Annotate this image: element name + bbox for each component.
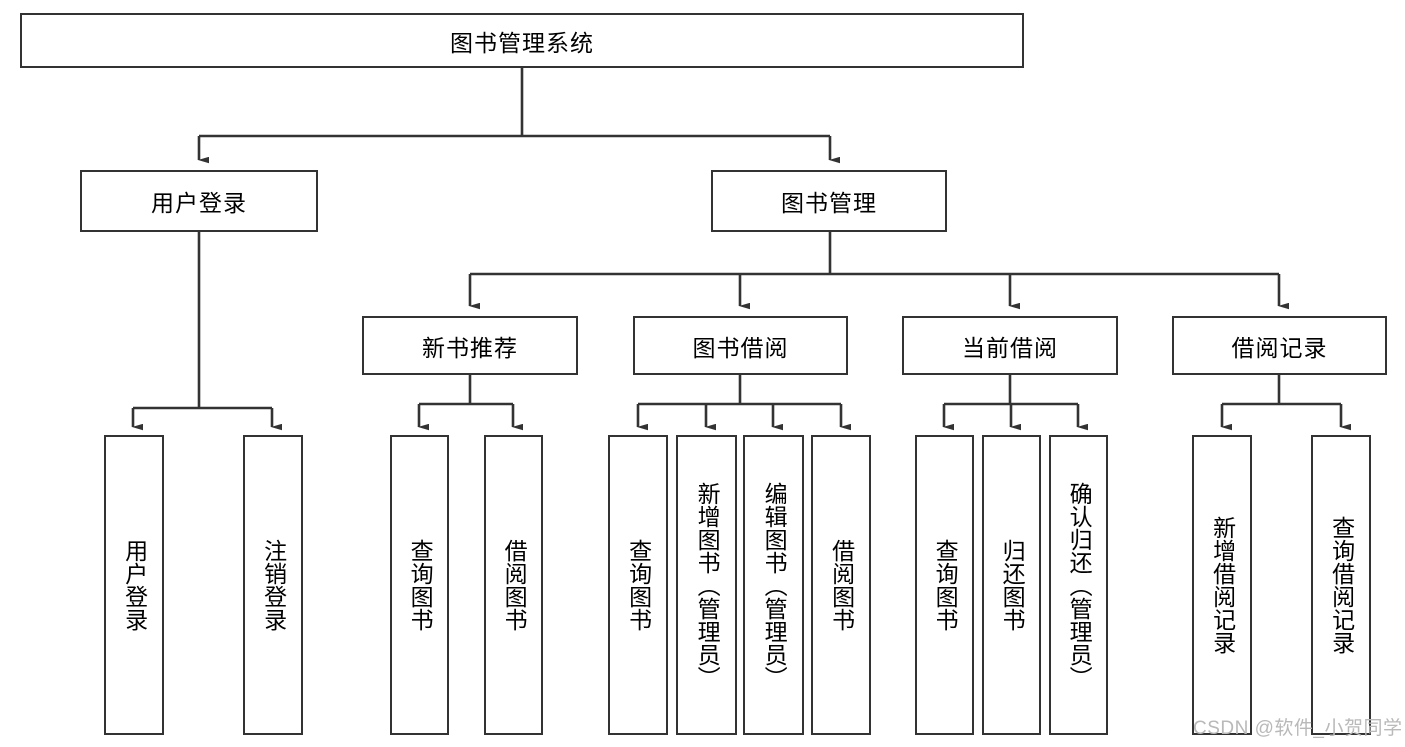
leaf-confirm-return[interactable]: 确认归还（管理员） <box>1049 435 1108 735</box>
leaf-query-book-3-label: 查询图书 <box>932 539 959 631</box>
leaf-return-book[interactable]: 归还图书 <box>982 435 1041 735</box>
leaf-query-record[interactable]: 查询借阅记录 <box>1311 435 1371 735</box>
leaf-borrow-book-1[interactable]: 借阅图书 <box>484 435 543 735</box>
leaf-add-book-label: 新增图书（管理员） <box>694 481 721 689</box>
leaf-add-book[interactable]: 新增图书（管理员） <box>676 435 737 735</box>
leaf-add-record-label: 新增借阅记录 <box>1209 516 1236 654</box>
node-root-label: 图书管理系统 <box>450 29 594 56</box>
node-borrow-record-label: 借阅记录 <box>1231 334 1328 361</box>
node-user-login-label: 用户登录 <box>151 190 247 216</box>
node-new-book-rec-label: 新书推荐 <box>422 334 518 361</box>
node-book-borrow-label: 图书借阅 <box>692 334 789 361</box>
leaf-edit-book-label: 编辑图书（管理员） <box>761 481 788 689</box>
node-book-borrow[interactable]: 图书借阅 <box>633 316 848 375</box>
leaf-query-book-1[interactable]: 查询图书 <box>390 435 449 735</box>
node-root[interactable]: 图书管理系统 <box>20 13 1024 68</box>
leaf-query-book-1-label: 查询图书 <box>407 539 434 631</box>
leaf-confirm-return-label: 确认归还（管理员） <box>1066 481 1093 689</box>
node-book-manage-label: 图书管理 <box>781 190 877 216</box>
leaf-query-book-2[interactable]: 查询图书 <box>608 435 668 735</box>
leaf-borrow-book-2-label: 借阅图书 <box>828 539 855 631</box>
leaf-logout[interactable]: 注销登录 <box>243 435 303 735</box>
node-new-book-rec[interactable]: 新书推荐 <box>362 316 578 375</box>
node-current-borrow[interactable]: 当前借阅 <box>902 316 1118 375</box>
leaf-user-login[interactable]: 用户登录 <box>104 435 164 735</box>
node-book-manage[interactable]: 图书管理 <box>711 170 947 232</box>
leaf-add-record[interactable]: 新增借阅记录 <box>1192 435 1252 735</box>
node-user-login[interactable]: 用户登录 <box>80 170 318 232</box>
leaf-logout-label: 注销登录 <box>260 539 287 631</box>
leaf-edit-book[interactable]: 编辑图书（管理员） <box>743 435 804 735</box>
leaf-return-book-label: 归还图书 <box>999 539 1026 631</box>
leaf-query-record-label: 查询借阅记录 <box>1328 516 1355 654</box>
leaf-query-book-3[interactable]: 查询图书 <box>915 435 974 735</box>
leaf-borrow-book-2[interactable]: 借阅图书 <box>811 435 871 735</box>
node-borrow-record[interactable]: 借阅记录 <box>1172 316 1387 375</box>
leaf-borrow-book-1-label: 借阅图书 <box>501 539 528 631</box>
csdn-watermark: CSDN @软件_小贺同学 <box>1193 718 1403 739</box>
node-current-borrow-label: 当前借阅 <box>962 334 1058 361</box>
leaf-query-book-2-label: 查询图书 <box>625 539 652 631</box>
leaf-user-login-label: 用户登录 <box>121 539 148 631</box>
